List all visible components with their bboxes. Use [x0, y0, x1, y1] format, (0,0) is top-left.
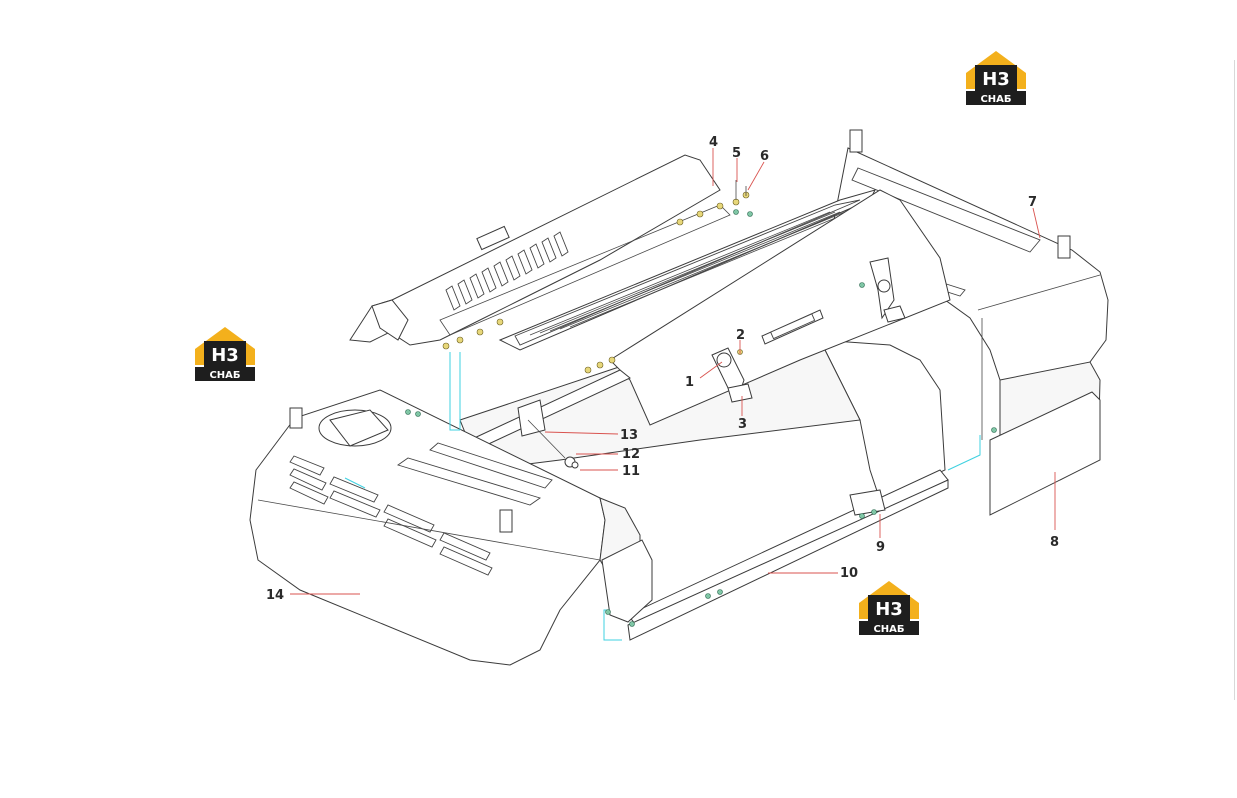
- logo-snab-text: СНАБ: [873, 624, 904, 635]
- callout-10: 10: [840, 566, 858, 581]
- front-left-hood: [249, 389, 653, 666]
- callout-13: 13: [620, 428, 638, 443]
- watermark-logo-bottom: H3 СНАБ: [859, 581, 919, 635]
- logo-snab-text: СНАБ: [209, 370, 240, 381]
- callout-1: 1: [685, 375, 694, 390]
- logo-h3-text: H3: [982, 69, 1010, 90]
- callout-7: 7: [1028, 195, 1037, 210]
- callout-3: 3: [738, 417, 747, 432]
- grille-bars: [529, 211, 851, 336]
- callout-6: 6: [760, 149, 769, 164]
- callout-14: 14: [266, 588, 284, 603]
- callout-labels: 1 2 3 4 5 6 7 8 9 10 11 12 13 14: [266, 135, 1059, 603]
- side-door: [609, 189, 951, 426]
- logo-snab-text: СНАБ: [980, 94, 1011, 105]
- callout-12: 12: [622, 447, 640, 462]
- callout-8: 8: [1050, 535, 1059, 550]
- fastener-lines: [344, 282, 997, 641]
- callout-2: 2: [736, 328, 745, 343]
- logo-h3-text: H3: [211, 345, 239, 366]
- callout-11: 11: [622, 464, 640, 479]
- leader-lines: [290, 148, 1056, 595]
- top-hood-bolts: [442, 180, 753, 350]
- logo-h3-text: H3: [875, 599, 903, 620]
- top-hood-vent-slots: [445, 231, 569, 311]
- callout-4: 4: [709, 135, 718, 150]
- watermark-logo-left: H3 СНАБ: [195, 327, 255, 381]
- frame-rails: [469, 369, 949, 641]
- callout-5: 5: [732, 146, 741, 161]
- front-hood-slots: [289, 442, 553, 576]
- door-hinge-right: [869, 257, 906, 323]
- top-left-hood: [349, 154, 731, 346]
- callout-9: 9: [876, 540, 885, 555]
- watermark-logo-top-right: H3 СНАБ: [966, 51, 1026, 105]
- page-edge-line: [1234, 60, 1235, 700]
